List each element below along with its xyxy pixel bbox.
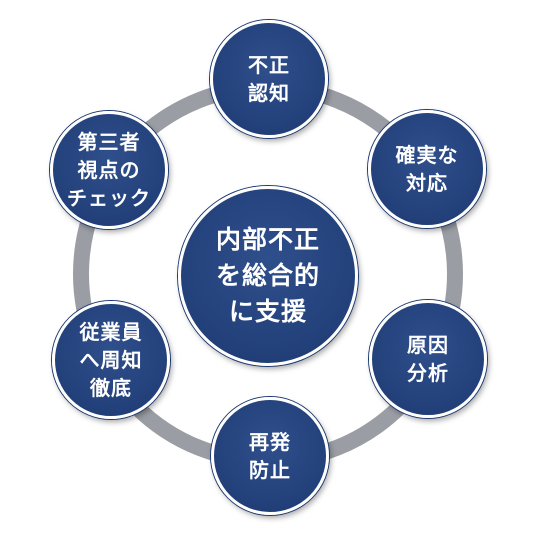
center-circle: 内部不正 を総合的 に支援 (178, 186, 358, 366)
node-cause-analysis: 原因 分析 (369, 300, 487, 418)
node-label: 確実な 対応 (395, 143, 459, 195)
node-label: 不正 認知 (248, 53, 290, 105)
node-label: 従業員 へ周知 徹底 (79, 320, 143, 400)
node-third-party-check: 第三者 視点の チェック (50, 111, 168, 229)
node-recurrence-prevention: 再発 防止 (211, 397, 329, 515)
node-label: 再発 防止 (249, 430, 291, 482)
node-fraud-recognition: 不正 認知 (210, 20, 328, 138)
node-reliable-response: 確実な 対応 (368, 110, 486, 228)
node-label: 第三者 視点の チェック (67, 130, 151, 210)
node-employee-awareness: 従業員 へ周知 徹底 (52, 301, 170, 419)
node-label: 原因 分析 (407, 333, 449, 385)
center-label: 内部不正 を総合的 に支援 (215, 225, 320, 326)
